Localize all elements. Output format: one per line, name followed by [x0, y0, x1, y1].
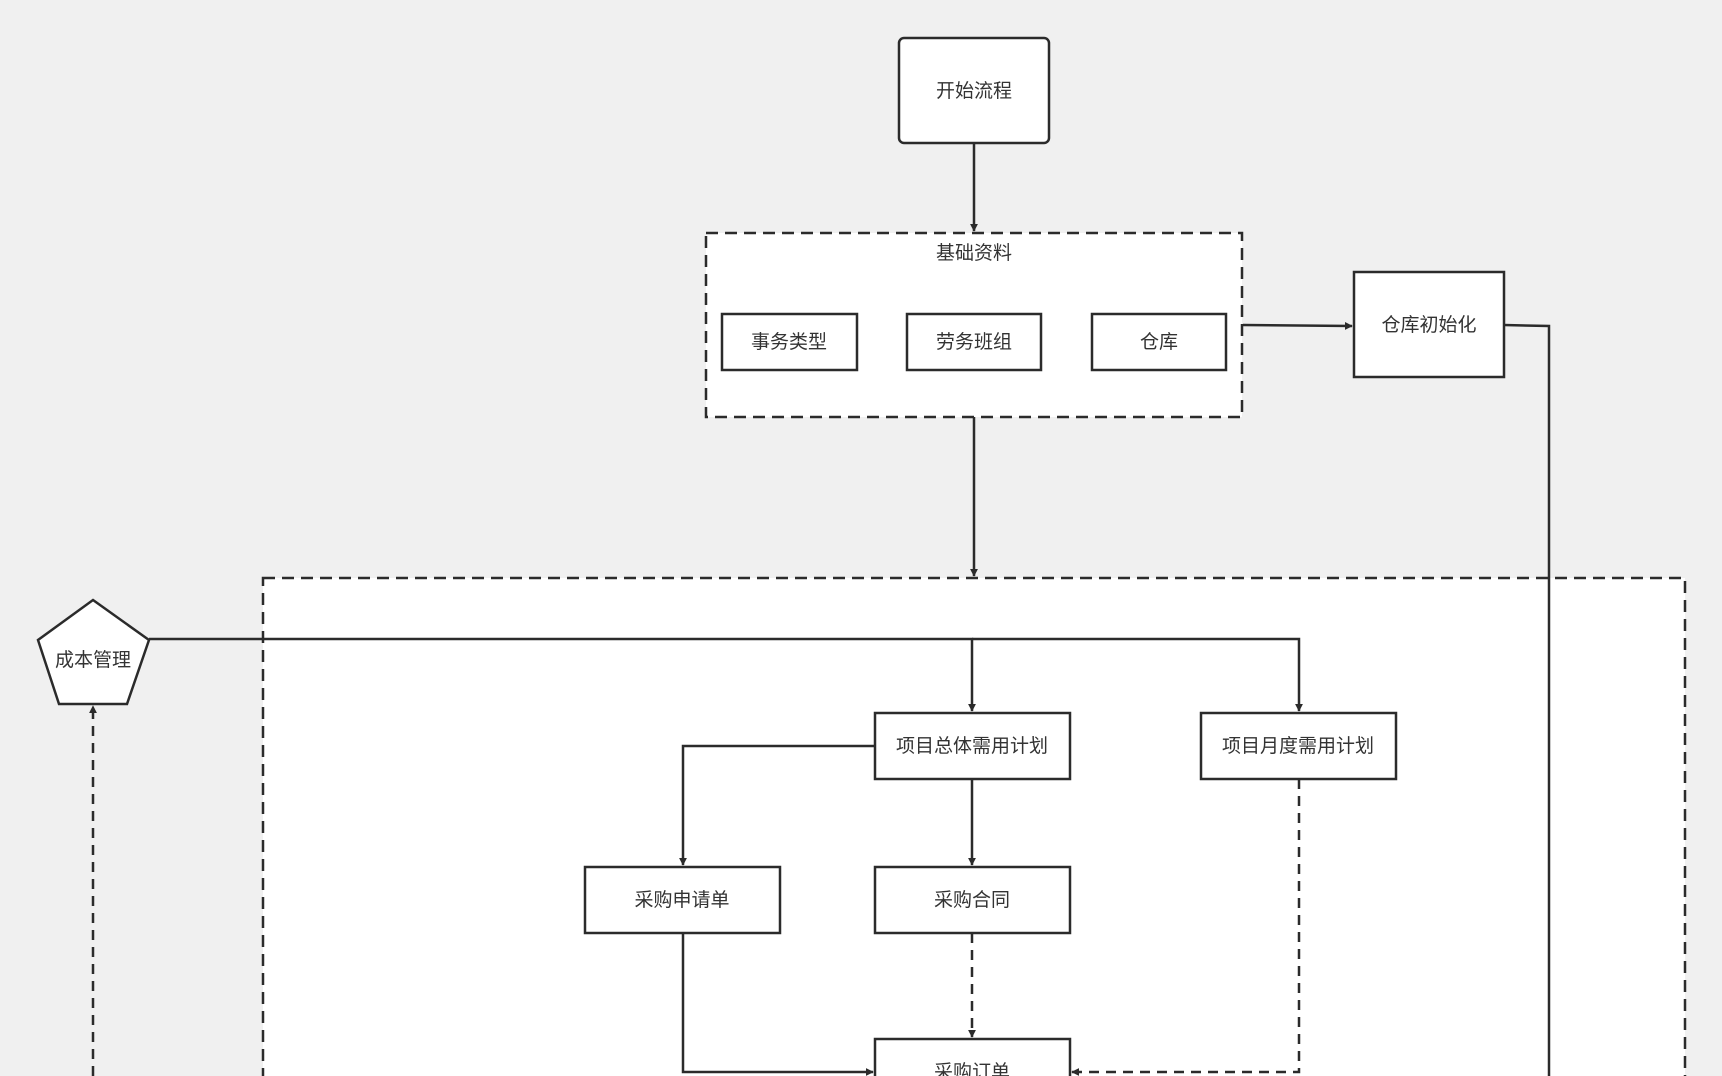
total-demand-plan-label: 项目总体需用计划	[896, 735, 1048, 757]
edge-warehouse-init-down	[1503, 323, 1551, 1076]
edge-total-to-request	[679, 744, 875, 866]
edge-request-to-order	[681, 933, 874, 1076]
purchase-order-label: 采购订单	[934, 1061, 1010, 1076]
warehouse-init-node[interactable]	[1352, 270, 1506, 379]
business-type-label: 事务类型	[751, 331, 827, 353]
edge-basic-to-warehouse-init	[1242, 321, 1353, 330]
purchase-contract-label: 采购合同	[934, 889, 1010, 911]
basic-data-group-label: 基础资料	[936, 242, 1012, 264]
labor-team-node[interactable]	[905, 312, 1043, 372]
cost-management-label: 成本管理	[55, 649, 131, 671]
edge-monthly-to-order	[1071, 779, 1301, 1076]
labor-team-label: 劳务班组	[936, 331, 1012, 353]
purchase-request-node[interactable]	[583, 865, 782, 935]
purchase-contract-node[interactable]	[873, 865, 1072, 935]
cost-management-node[interactable]	[36, 598, 151, 706]
purchase-request-label: 采购申请单	[634, 889, 729, 911]
monthly-demand-plan-node[interactable]	[1199, 711, 1398, 781]
warehouse-node[interactable]	[1090, 312, 1228, 372]
business-type-node[interactable]	[720, 312, 859, 372]
monthly-demand-plan-label: 项目月度需用计划	[1222, 735, 1374, 757]
edge-cost-to-monthly-plan	[972, 637, 1303, 712]
warehouse-label: 仓库	[1140, 331, 1178, 353]
process-container	[261, 576, 1687, 1076]
warehouse-init-label: 仓库初始化	[1381, 314, 1476, 336]
start-node-label: 开始流程	[936, 80, 1012, 102]
purchase-order-node[interactable]	[873, 1037, 1072, 1076]
